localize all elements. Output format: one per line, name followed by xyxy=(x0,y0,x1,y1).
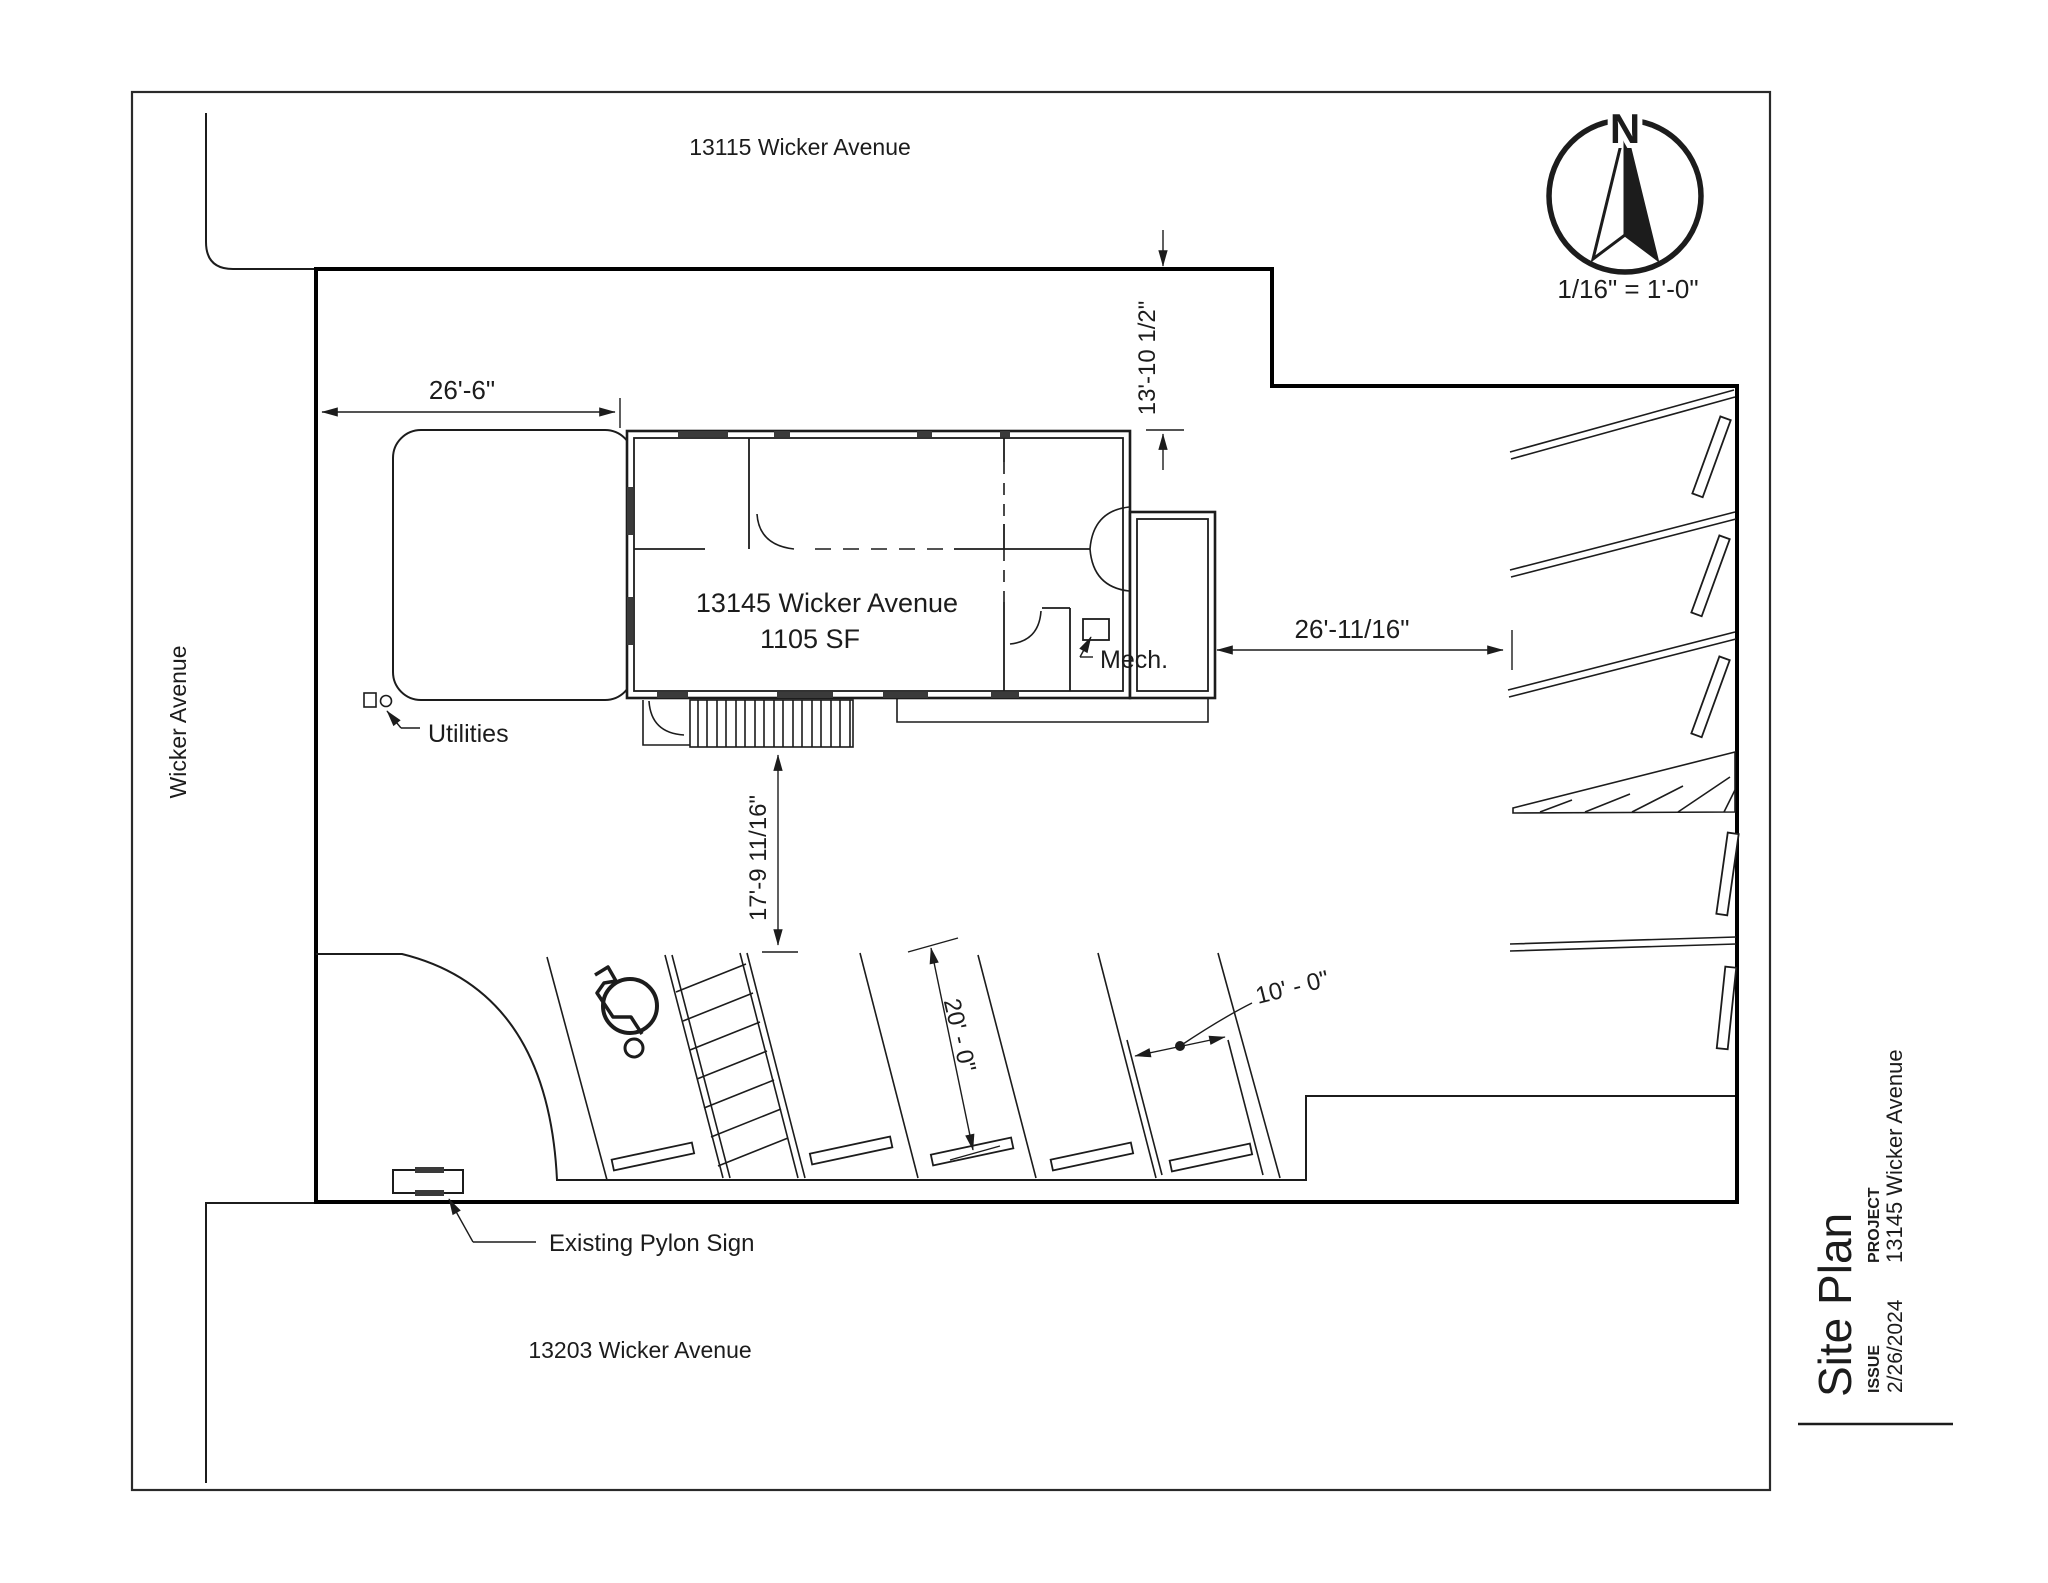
dimension-stall-depth: 20' - 0" xyxy=(907,937,1001,1161)
mech-equipment xyxy=(1082,618,1110,641)
utilities-callout: Utilities xyxy=(386,710,509,748)
parking-south xyxy=(546,952,1281,1181)
wheel-stops-south xyxy=(610,1135,1254,1173)
dim-label: 20' - 0" xyxy=(938,996,981,1075)
dimension-canopy-width: 26'-6" xyxy=(321,375,621,428)
project-label: PROJECT xyxy=(1866,1187,1883,1263)
pavement-edge xyxy=(316,953,1735,1181)
south-neighbor-label: 13203 Wicker Avenue xyxy=(528,1337,751,1363)
parking-east xyxy=(1507,389,1737,952)
north-letter: N xyxy=(1610,105,1640,152)
dimension-south-walk: 17'-9 11/16" xyxy=(745,754,798,953)
utilities-label: Utilities xyxy=(428,720,509,748)
dim-label: 13'-10 1/2" xyxy=(1134,301,1161,416)
dim-label: 10' - 0" xyxy=(1253,966,1332,1010)
scale-label: 1/16" = 1'-0" xyxy=(1557,274,1698,304)
pylon-callout: Existing Pylon Sign xyxy=(448,1198,754,1257)
property-boundary xyxy=(314,267,1739,1204)
canopy-outline xyxy=(392,429,634,701)
rear-pad xyxy=(896,698,1209,723)
dimension-north-setback: 13'-10 1/2" xyxy=(1134,230,1184,470)
building-outline xyxy=(625,429,1217,700)
utilities-symbol xyxy=(363,692,393,708)
mech-label: Mech. xyxy=(1100,646,1168,674)
dimension-east-drive: 26'-11/16" xyxy=(1216,614,1513,670)
pylon-sign xyxy=(392,1167,464,1196)
building-area-label: 1105 SF xyxy=(760,624,860,654)
issue-label: ISSUE xyxy=(1866,1345,1883,1393)
sheet-title: Site Plan xyxy=(1809,1213,1861,1397)
building-windows xyxy=(627,431,1019,698)
street-label: Wicker Avenue xyxy=(165,646,191,799)
wheelchair-icon xyxy=(594,965,659,1059)
dim-label: 26'-6" xyxy=(429,375,495,405)
curb-line-southwest xyxy=(205,1202,316,1483)
drawing-border xyxy=(130,90,1772,1492)
dim-label: 26'-11/16" xyxy=(1295,614,1410,644)
building-address-label: 13145 Wicker Avenue xyxy=(696,588,958,618)
stairs xyxy=(642,699,854,748)
pylon-label: Existing Pylon Sign xyxy=(549,1230,754,1257)
mech-callout: Mech. xyxy=(1079,636,1168,674)
north-neighbor-label: 13115 Wicker Avenue xyxy=(689,134,911,160)
title-block: Site Plan ISSUE 2/26/2024 PROJECT 13145 … xyxy=(1798,1049,1953,1426)
building-interior-walls xyxy=(634,438,1130,691)
curb-line-northwest xyxy=(205,113,318,270)
wheel-stops-east xyxy=(1690,415,1740,1051)
north-arrow-icon: N xyxy=(1546,100,1704,275)
dim-label: 17'-9 11/16" xyxy=(745,795,772,921)
issue-date: 2/26/2024 xyxy=(1884,1299,1907,1393)
project-name: 13145 Wicker Avenue xyxy=(1882,1049,1907,1263)
